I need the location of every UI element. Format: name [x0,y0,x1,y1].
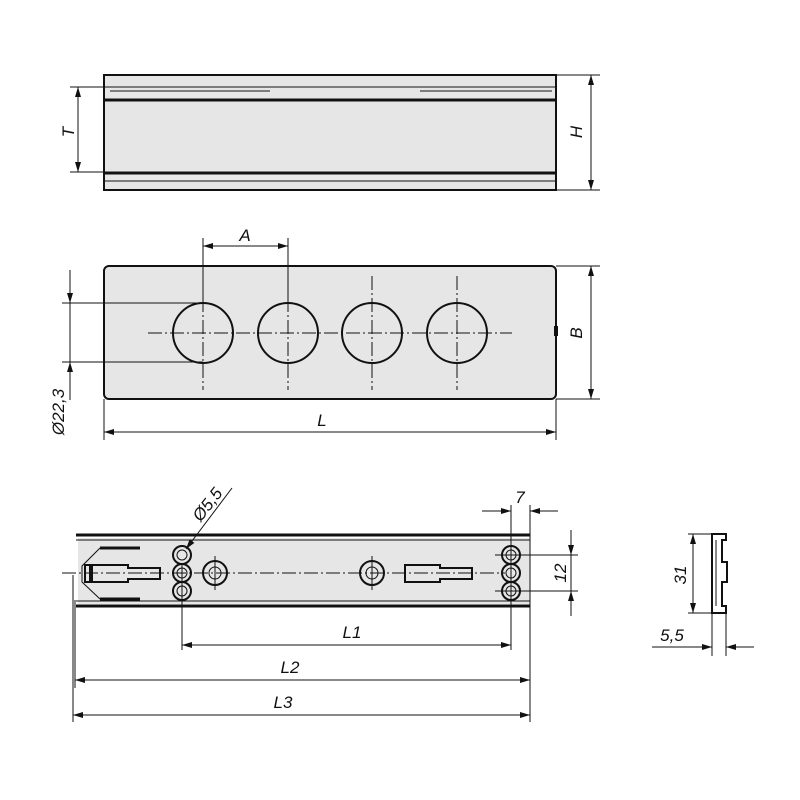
dim-diameter-label: Ø22,3 [49,388,68,436]
side-view: 31 5,5 [652,533,754,656]
dim-12-label: 12 [551,563,570,582]
dim-L-label: L [317,411,326,430]
dim-L3-label: L3 [274,693,293,712]
dim-L1-label: L1 [343,623,362,642]
plan-view: A B Ø22,3 L [49,226,600,440]
dim-H-label: H [567,125,586,138]
top-view: T H [59,74,600,191]
dim-A-label: A [238,226,250,245]
dim-L2-label: L2 [281,658,300,677]
hole-pattern [148,276,512,390]
dim-B-label: B [567,327,586,338]
dim-7-label: 7 [515,488,525,507]
bottom-view: Ø5,5 7 12 L1 L2 L3 [62,484,578,722]
dim-5-5-label: 5,5 [660,626,684,645]
dim-hole-diameter-label: Ø5,5 [188,484,227,526]
dim-31-label: 31 [671,566,690,585]
dim-T-label: T [59,125,78,137]
